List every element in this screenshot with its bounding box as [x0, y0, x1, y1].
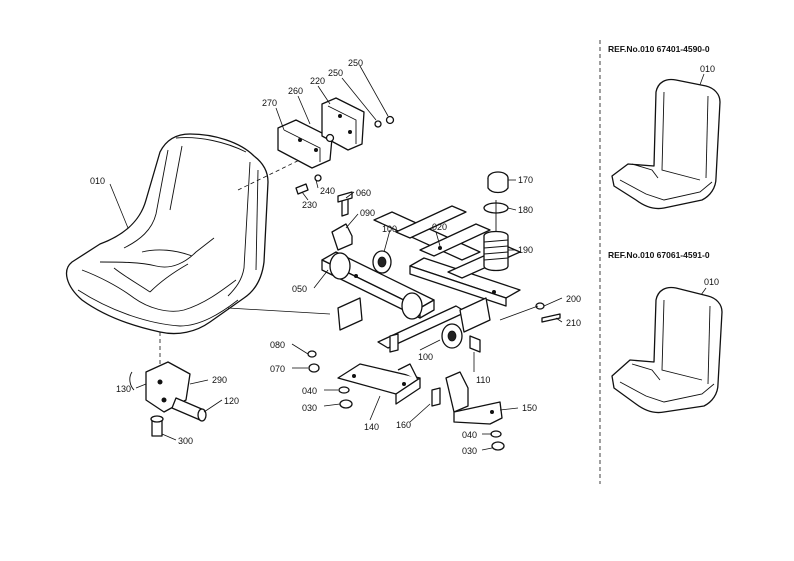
callout-180: 180 [518, 205, 533, 215]
callout-170: 170 [518, 175, 533, 185]
leader-lines [109, 65, 563, 451]
callout-060: 060 [356, 188, 371, 198]
callout-090: 090 [360, 208, 375, 218]
callout-200: 200 [566, 294, 581, 304]
seat-frame [321, 205, 521, 349]
callout-040-left: 040 [302, 386, 317, 396]
rollers-100 [372, 250, 481, 353]
seat-mount-brackets [277, 97, 395, 195]
callout-220: 220 [310, 76, 325, 86]
callout-140: 140 [364, 422, 379, 432]
callout-050: 050 [292, 284, 307, 294]
callout-labels: 010 270 260 220 250 250 240 230 060 090 … [90, 58, 581, 456]
reference-1-callout: 010 [700, 64, 715, 74]
bracket-150 [431, 371, 503, 425]
seat-010 [65, 133, 269, 335]
hinge-bracket-290 [129, 361, 207, 437]
callout-110: 110 [476, 375, 490, 385]
reference-2-callout: 010 [704, 277, 719, 287]
seat-to-bracket-line [237, 149, 321, 191]
callout-120: 120 [224, 396, 239, 406]
callout-300: 300 [178, 436, 193, 446]
callout-070: 070 [270, 364, 285, 374]
callout-150: 150 [522, 403, 537, 413]
callout-160: 160 [396, 420, 411, 430]
reference-1-header: REF.No.010 67401-4590-0 [608, 44, 710, 54]
callout-030-left: 030 [302, 403, 317, 413]
fasteners [307, 333, 505, 451]
callout-010: 010 [90, 176, 105, 186]
callout-190: 190 [518, 245, 533, 255]
seat-to-frame-line [227, 307, 331, 315]
callout-250-top: 250 [348, 58, 363, 68]
lower-plate-140 [337, 363, 421, 405]
reference-seat-1: REF.No.010 67401-4590-0 010 [608, 44, 721, 210]
callout-210: 210 [566, 318, 581, 328]
callout-290: 290 [212, 375, 227, 385]
callout-100-lower: 100 [418, 352, 433, 362]
callout-240: 240 [320, 186, 335, 196]
callout-020: 020 [432, 222, 447, 232]
bracket-090 [331, 191, 353, 251]
callout-250-upper: 250 [328, 68, 343, 78]
callout-230: 230 [302, 200, 317, 210]
callout-100-upper: 100 [382, 224, 397, 234]
pins-200-210 [499, 302, 561, 323]
callout-080: 080 [270, 340, 285, 350]
callout-270: 270 [262, 98, 277, 108]
callout-030-right: 030 [462, 446, 477, 456]
spring-assembly [483, 171, 509, 272]
callout-130: 130 [116, 384, 131, 394]
reference-2-header: REF.No.010 67061-4591-0 [608, 250, 710, 260]
callout-040-right: 040 [462, 430, 477, 440]
callout-260: 260 [288, 86, 303, 96]
reference-seat-2: REF.No.010 67061-4591-0 010 [608, 250, 723, 414]
